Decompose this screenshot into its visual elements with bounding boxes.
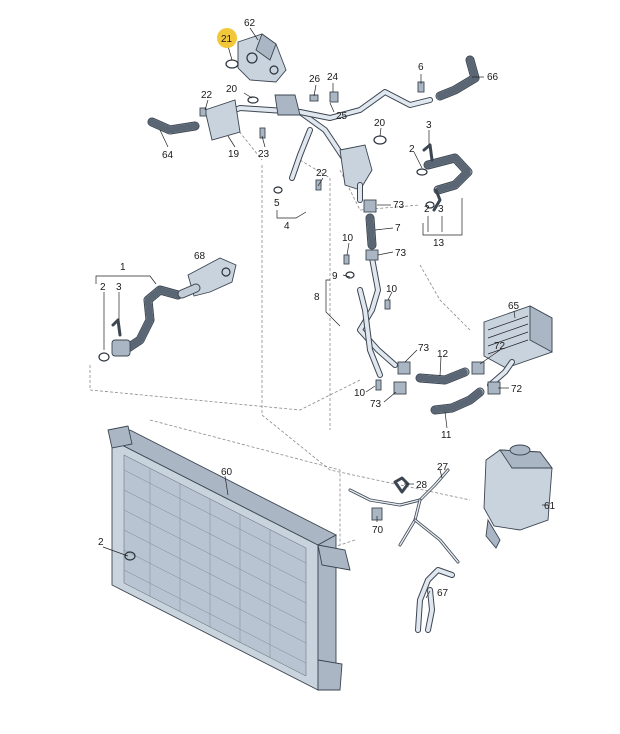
hose-66: [435, 55, 480, 101]
callout-2-radiator: 2: [98, 537, 104, 548]
hose-13: [423, 153, 473, 195]
callout-73-c: 73: [418, 343, 430, 354]
callout-73-d: 73: [370, 399, 382, 410]
callout-19: 19: [228, 149, 240, 160]
coolant-line-27: [348, 468, 460, 564]
clip-3-left: [111, 318, 122, 337]
callout-73-a: 73: [393, 200, 405, 211]
callout-8: 8: [314, 292, 320, 303]
thermostat-housing-62: [237, 33, 287, 83]
callout-68: 68: [194, 251, 206, 262]
seal-ring-2-radiator: [124, 551, 136, 561]
callout-28: 28: [416, 480, 428, 491]
callout-26: 26: [309, 74, 321, 85]
callout-10-c: 10: [354, 388, 366, 399]
leader-lines: [95, 27, 548, 599]
callout-13: 13: [433, 238, 445, 249]
callout-20-top: 20: [226, 84, 238, 95]
callout-72-a: 72: [494, 341, 506, 352]
callout-24: 24: [327, 72, 339, 83]
assembly-guide-lines: [89, 119, 471, 556]
callout-11: 11: [441, 430, 452, 441]
callout-10-a: 10: [342, 233, 354, 244]
callout-7: 7: [395, 223, 401, 234]
callout-70: 70: [372, 525, 384, 536]
hose-12: [415, 361, 485, 385]
coolant-pipe-8: [343, 199, 398, 378]
callout-3-right: 3: [426, 120, 432, 131]
callout-67: 67: [437, 588, 449, 599]
coolant-line-67: [415, 567, 455, 633]
callout-2-right: 2: [409, 144, 415, 155]
callout-3-left: 3: [116, 282, 122, 293]
callout-1: 1: [120, 262, 126, 273]
callout-5: 5: [274, 198, 280, 209]
callout-61: 61: [544, 501, 556, 512]
coolant-pipe-branch: [289, 127, 373, 203]
callout-20-mid: 20: [374, 118, 386, 129]
callout-60: 60: [221, 467, 233, 478]
callout-65: 65: [508, 301, 520, 312]
callout-23: 23: [258, 149, 270, 160]
radiator-hose-1: [111, 285, 183, 357]
callout-21: 21: [221, 34, 233, 45]
callout-12: 12: [437, 349, 449, 360]
callout-66: 66: [487, 72, 499, 83]
highlight-marker-21: [217, 28, 237, 48]
radiator-60: [107, 425, 351, 691]
clamps-73: [375, 361, 411, 395]
callout-62: 62: [244, 18, 256, 29]
coolant-flange-68: [177, 257, 237, 299]
hose-11: [430, 359, 515, 415]
callout-2-left: 2: [100, 282, 106, 293]
callout-72-b: 72: [511, 384, 523, 395]
callout-4: 4: [284, 221, 290, 232]
callout-2-mid: 2: [424, 204, 430, 215]
callout-9: 9: [332, 271, 338, 282]
callout-22-top: 22: [201, 90, 213, 101]
callout-27: 27: [437, 462, 449, 473]
callout-22-mid: 22: [316, 168, 328, 179]
callout-25: 25: [336, 111, 348, 122]
callout-73-b: 73: [395, 248, 407, 259]
seal-ring-2-left: [98, 352, 110, 362]
callout-6: 6: [418, 62, 424, 73]
seal-ring-21: [225, 59, 239, 69]
small-parts-top: [199, 81, 442, 212]
callout-64: 64: [162, 150, 174, 161]
oil-cooler-65: [483, 305, 553, 369]
callout-labels: 21 62 6 66 26 24 20 22 25 3 64 19 23 20 …: [98, 18, 556, 599]
hose-64: [147, 117, 200, 135]
expansion-tank-61: [483, 444, 553, 549]
callout-10-b: 10: [386, 284, 398, 295]
callout-3-mid: 3: [438, 204, 444, 215]
coolant-pipe-19: [204, 89, 433, 163]
